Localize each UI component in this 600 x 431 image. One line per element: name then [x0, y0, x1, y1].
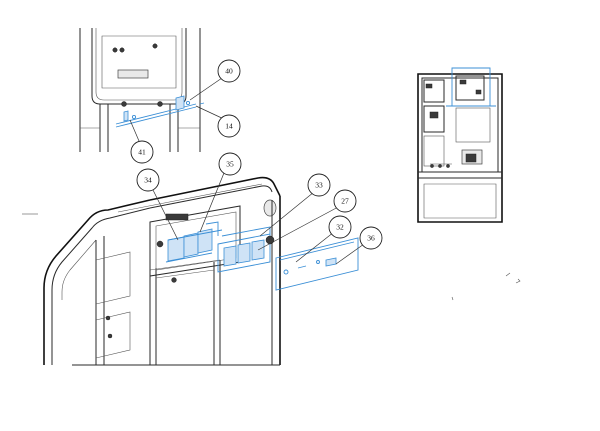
balloon-32-label: 32 — [336, 223, 344, 232]
balloon-14-label: 14 — [225, 122, 233, 131]
balloon-35: 35 — [218, 152, 242, 176]
balloon-40: 40 — [217, 59, 241, 83]
plate-part — [275, 237, 359, 291]
detail-view — [79, 28, 205, 152]
balloon-41: 41 — [130, 140, 154, 164]
balloon-32: 32 — [328, 215, 352, 239]
balloon-27: 27 — [333, 189, 357, 213]
balloon-35-label: 35 — [226, 160, 234, 169]
balloon-34: 34 — [136, 168, 160, 192]
stray-marks — [22, 213, 521, 301]
balloon-33: 33 — [307, 173, 331, 197]
balloon-27-label: 27 — [341, 197, 349, 206]
balloon-33-label: 33 — [315, 181, 323, 190]
leader-lines — [129, 77, 365, 265]
balloon-36: 36 — [359, 226, 383, 250]
balloon-40-label: 40 — [225, 67, 233, 76]
bracket-part — [217, 226, 275, 273]
reference-view — [417, 67, 503, 223]
balloon-34-label: 34 — [144, 176, 152, 185]
balloon-41-label: 41 — [138, 148, 146, 157]
balloon-14: 14 — [217, 114, 241, 138]
main-view — [43, 176, 281, 366]
balloon-36-label: 36 — [367, 234, 375, 243]
connector-parts — [165, 221, 223, 263]
